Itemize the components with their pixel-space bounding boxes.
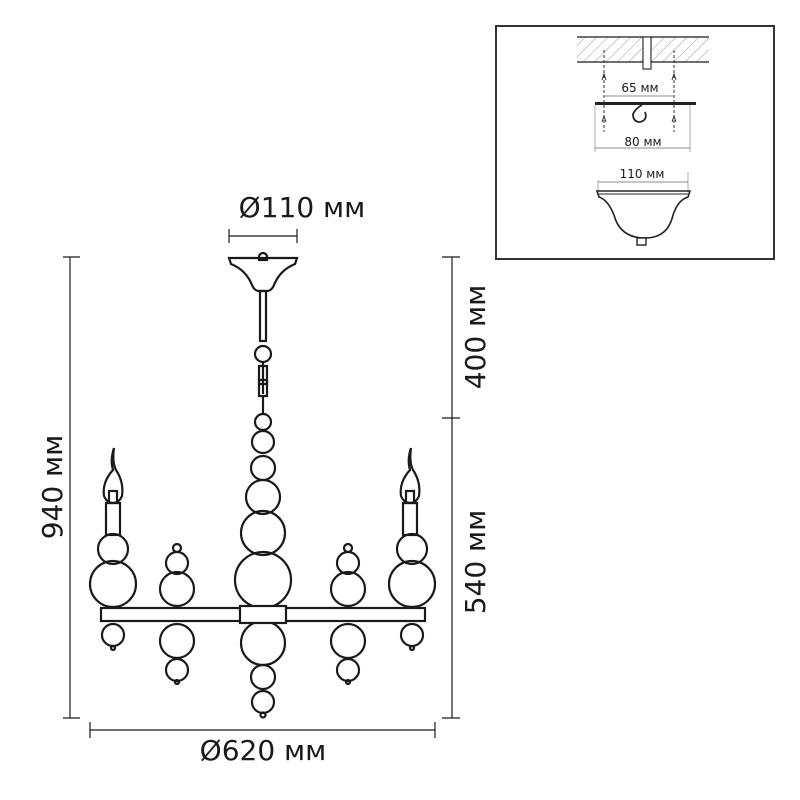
body-height-label: 540 мм <box>459 510 492 615</box>
right-height-dimensions: 400 мм 540 мм <box>442 256 492 719</box>
canopy-width-label: 110 мм <box>620 167 665 181</box>
chandelier <box>88 251 437 719</box>
plate-width-label: 80 мм <box>624 135 661 149</box>
candle-arm-left <box>88 447 138 652</box>
candle-arm-right <box>387 447 437 652</box>
total-height-dimension: 940 мм <box>36 256 80 719</box>
pendant-left <box>158 542 196 686</box>
chain-length-label: 400 мм <box>459 285 492 390</box>
total-height-label: 940 мм <box>36 435 69 540</box>
canopy-dimension: Ø110 мм <box>228 191 366 243</box>
pendant-right <box>329 542 367 686</box>
diameter-dimension: Ø620 мм <box>89 722 436 767</box>
mounting-inset: 65 мм 80 мм 110 мм <box>495 25 775 260</box>
canopy-diameter-label: Ø110 мм <box>239 191 366 224</box>
screw-spacing-label: 65 мм <box>621 81 658 95</box>
diameter-label: Ø620 мм <box>200 734 327 767</box>
